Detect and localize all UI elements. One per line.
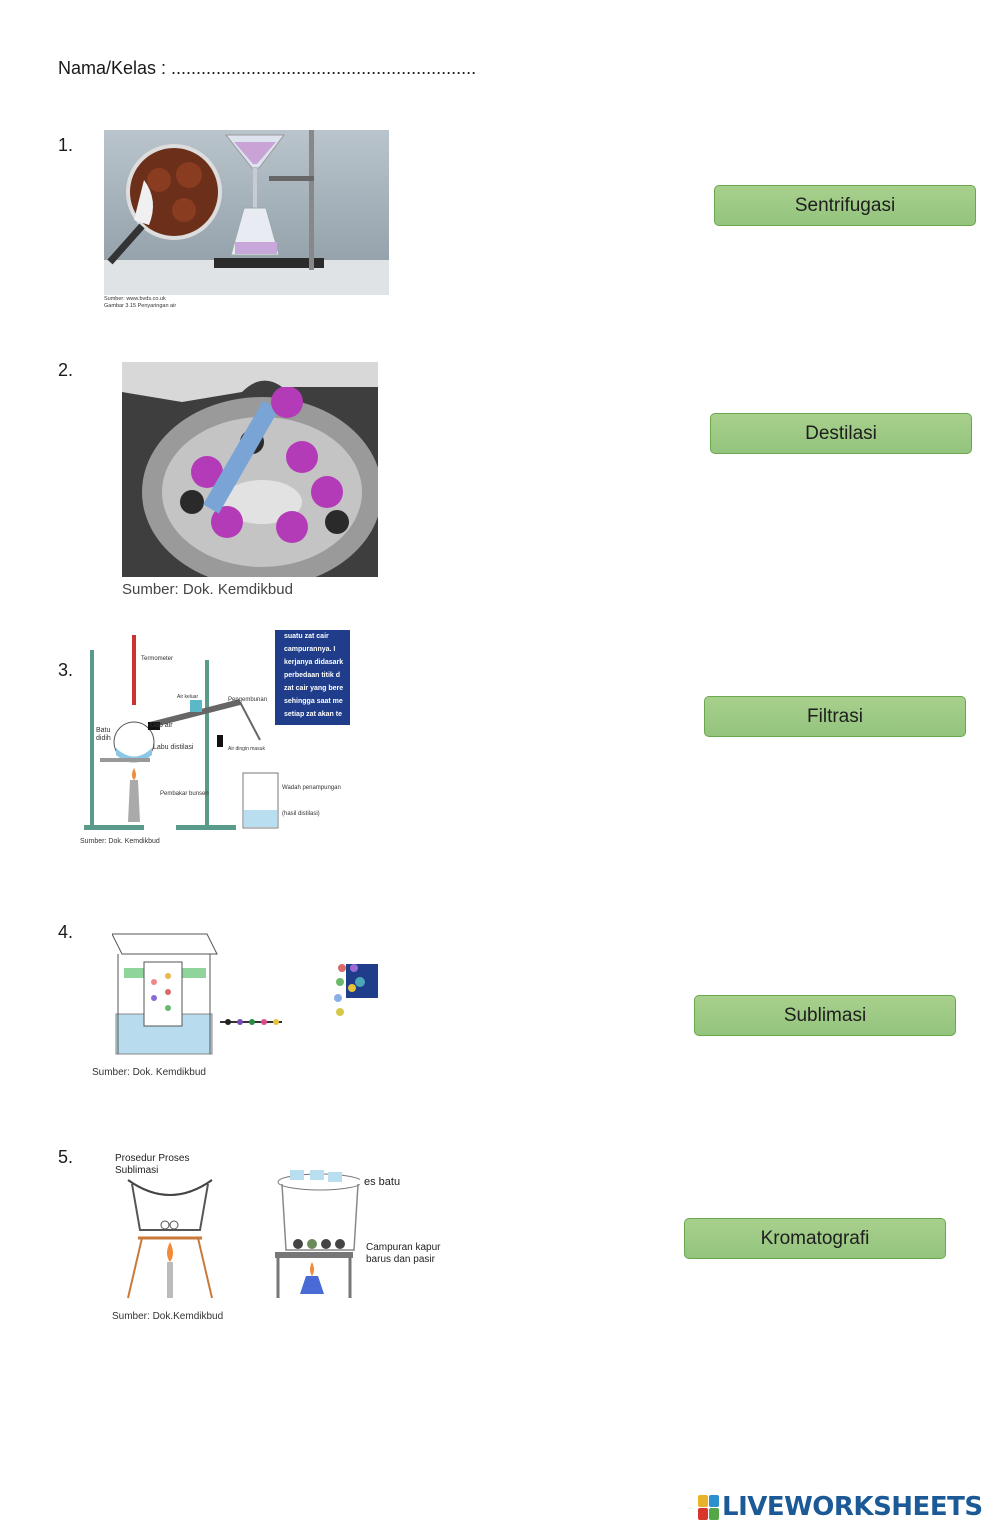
container-label: Wadah penampungan — [282, 785, 341, 791]
mixture-label: Campuran kapur barus dan pasir — [366, 1242, 441, 1265]
question-number-1: 1. — [58, 135, 74, 155]
liveworksheets-logo-icon — [698, 1495, 719, 1520]
image-caption-5: Sumber: Dok.Kemdikbud — [112, 1311, 224, 1322]
question-number-5: 5. — [58, 1147, 74, 1167]
info-text-box: suatu zat cair campurannya. I kerjanya d… — [284, 630, 350, 724]
name-class-field[interactable]: Nama/Kelas : ...........................… — [58, 58, 477, 78]
answer-sentrifugasi[interactable]: Sentrifugasi — [714, 185, 976, 226]
image-caption-4: Sumber: Dok. Kemdikbud — [92, 1067, 206, 1078]
image-caption-2: Sumber: Dok. Kemdikbud — [122, 581, 293, 598]
centrifuge-image — [122, 362, 378, 577]
question-number-3: 3. — [58, 660, 74, 680]
burner-label: Pembakar bunsen — [160, 791, 209, 797]
distillation-diagram — [84, 630, 350, 830]
condenser-label: Pengembunan — [228, 697, 268, 703]
water-in-label: Air dingin masuk — [228, 746, 265, 752]
flask-label: Labu distilasi — [153, 744, 194, 751]
logo-text: LIVEWORKSHEETS — [722, 1492, 983, 1522]
sublimation-title: Prosedur Proses Sublimasi — [115, 1153, 190, 1176]
question-number-4: 4. — [58, 922, 74, 942]
info-line: campurannya. I — [284, 646, 336, 653]
liveworksheets-logo: LIVEWORKSHEETS — [698, 1492, 983, 1522]
chromatography-image — [112, 933, 378, 1055]
info-line: perbedaan titik d — [284, 672, 341, 679]
ice-label: es batu — [364, 1176, 401, 1188]
info-line: zat cair yang bere — [284, 685, 344, 692]
answer-filtrasi[interactable]: Filtrasi — [704, 696, 966, 737]
boiling-stone-label: Batu didih — [96, 727, 111, 742]
info-line: suatu zat cair — [284, 633, 329, 640]
sublimation-image — [127, 1170, 360, 1299]
image-caption-3: Sumber: Dok. Kemdikbud — [80, 838, 160, 845]
info-line: kerjanya didasark — [284, 659, 344, 666]
thermometer-label: Termometer — [141, 656, 174, 662]
filtration-image — [104, 130, 389, 295]
answer-kromatografi[interactable]: Kromatografi — [684, 1218, 946, 1259]
info-line: setiap zat akan te — [284, 711, 342, 718]
water-out-label: Air keluar — [177, 694, 199, 700]
answer-sublimasi[interactable]: Sublimasi — [694, 995, 956, 1036]
question-number-2: 2. — [58, 360, 74, 380]
info-line: sehingga saat me — [284, 698, 343, 705]
answer-destilasi[interactable]: Destilasi — [710, 413, 972, 454]
vapor-label: Uap air — [150, 722, 173, 729]
distillate-label: (hasil distilasi) — [282, 811, 320, 817]
image-caption-1: Sumber: www.bvds.co.uk Gambar 3.15 Penya… — [104, 296, 177, 309]
